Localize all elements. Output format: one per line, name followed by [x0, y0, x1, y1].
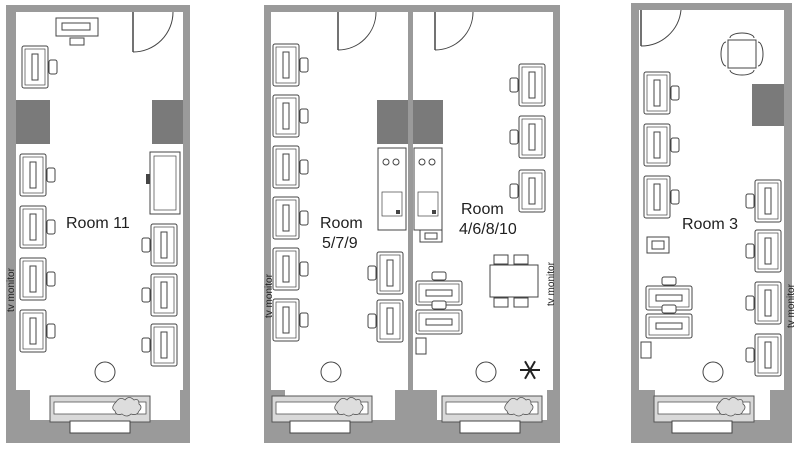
- cabinet: [146, 151, 181, 215]
- tv-monitor-label: tv monitor: [546, 261, 557, 306]
- door: [434, 11, 474, 51]
- radiator: [49, 395, 151, 423]
- room-11: Room 11 tv monitor: [6, 5, 190, 443]
- room-4-6-8-10: Room 4/6/8/10 tv monitor: [408, 5, 560, 443]
- tv-monitor-label: tv monitor: [264, 273, 275, 318]
- room-label: Room 11: [66, 215, 130, 232]
- desk: [55, 17, 99, 46]
- chair: [640, 341, 652, 359]
- room-label: Room: [461, 201, 504, 218]
- tv-monitor-label: tv monitor: [786, 283, 797, 328]
- chair: [646, 236, 670, 254]
- room-label: Room 3: [682, 216, 738, 233]
- kitchen-unit: [377, 147, 407, 231]
- room-label-line2: 5/7/9: [322, 235, 358, 252]
- door: [132, 11, 174, 53]
- snowflake-icon: [520, 360, 540, 380]
- chair: [415, 337, 427, 355]
- door: [640, 9, 682, 47]
- tv-monitor-label: tv monitor: [6, 267, 17, 312]
- room-label: Room: [320, 215, 363, 232]
- room-label-line2: 4/6/8/10: [459, 221, 517, 238]
- room-5-7-9: Room 5/7/9 tv monitor: [264, 5, 412, 443]
- radiator: [271, 395, 373, 423]
- room-3: Room 3 tv monitor: [631, 3, 797, 443]
- radiator: [441, 395, 543, 423]
- kitchen-unit: [413, 147, 443, 231]
- radiator: [653, 395, 755, 423]
- round-table: [720, 32, 764, 76]
- chair: [419, 229, 443, 243]
- meeting-table: [489, 254, 539, 308]
- door: [337, 11, 377, 51]
